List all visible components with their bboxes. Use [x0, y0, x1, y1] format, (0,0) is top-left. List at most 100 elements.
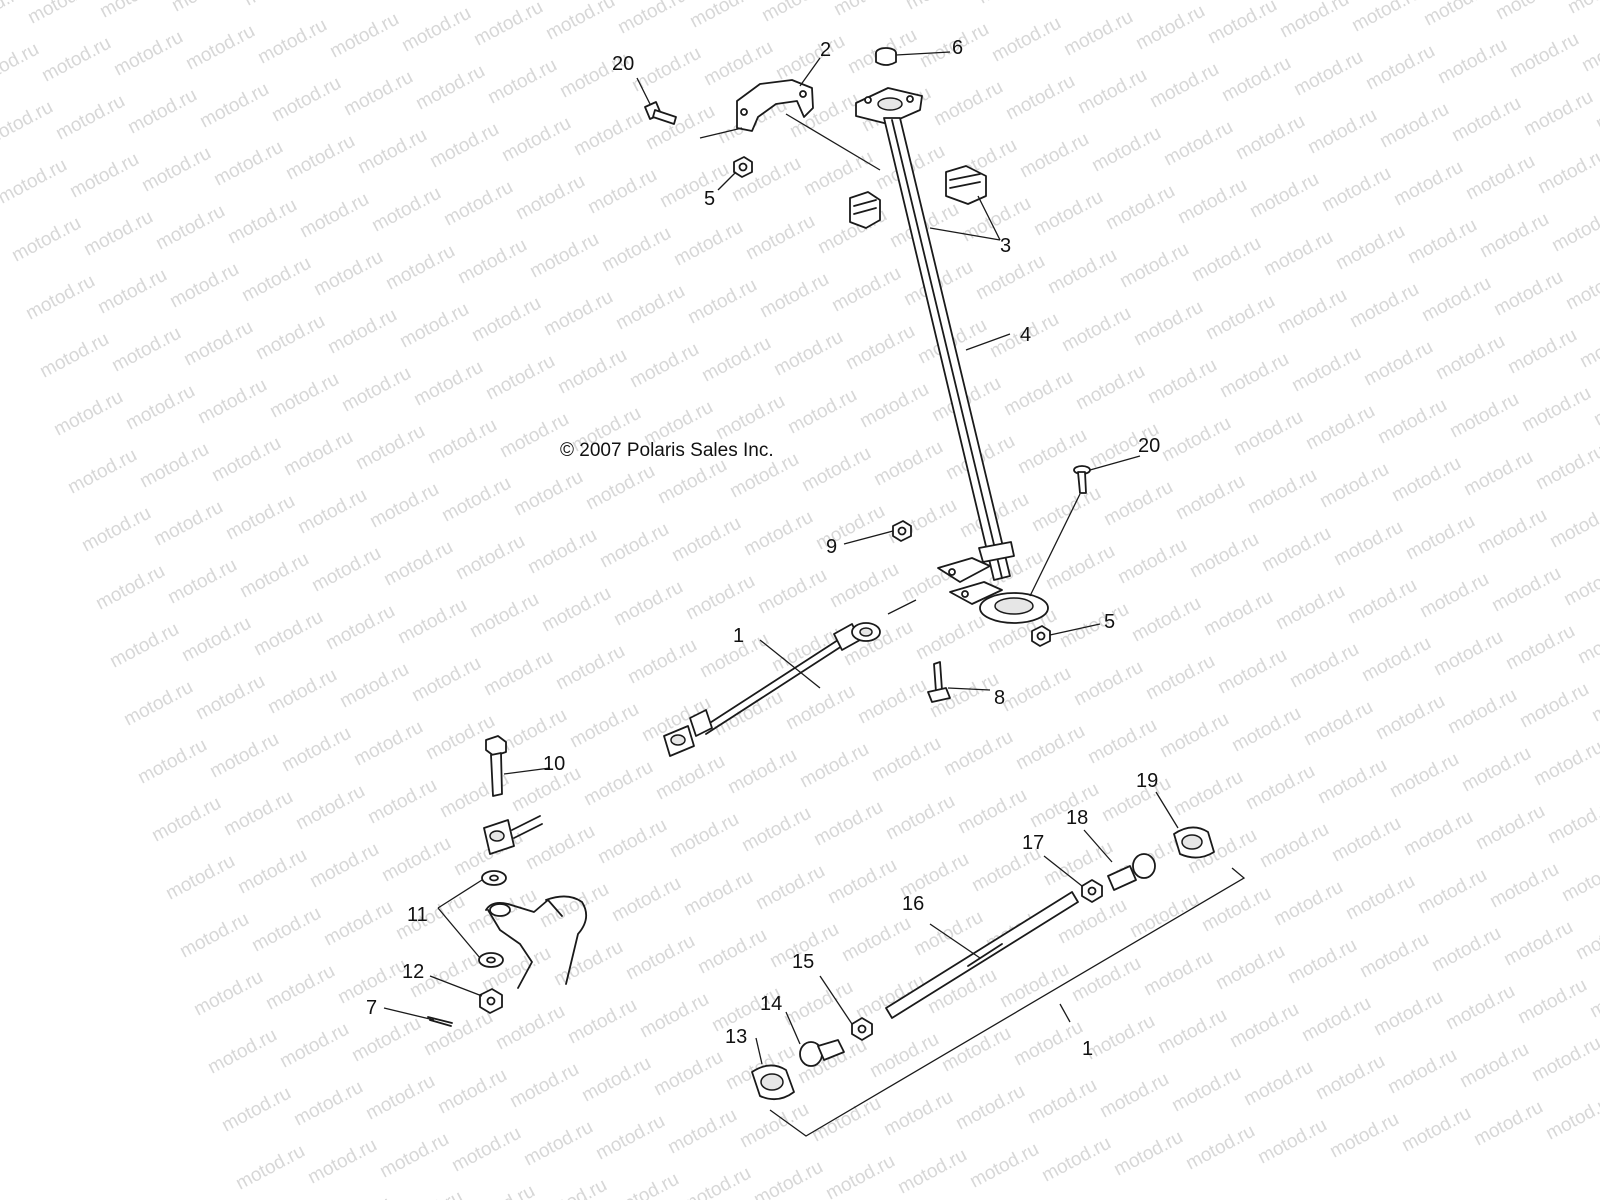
watermark-text: motod.ru — [1304, 105, 1380, 159]
watermark-text: motod.ru — [422, 711, 498, 765]
callout-5-top: 5 — [704, 188, 715, 210]
callout-10: 10 — [543, 753, 565, 775]
callout-11: 11 — [407, 904, 428, 926]
watermark-text: motod.ru — [0, 155, 71, 209]
watermark-text: motod.ru — [110, 27, 186, 81]
watermark-text: motod.ru — [322, 601, 398, 655]
watermark-text: motod.ru — [1012, 721, 1088, 775]
washers — [478, 870, 507, 968]
watermark-text: motod.ru — [362, 1071, 438, 1125]
watermark-text: motod.ru — [1428, 923, 1504, 977]
watermark-text: motod.ru — [294, 485, 370, 539]
watermark-text: motod.ru — [670, 217, 746, 271]
watermark-text: motod.ru — [348, 1013, 424, 1067]
watermark-text: motod.ru — [224, 195, 300, 249]
watermark-text: motod.ru — [1502, 621, 1578, 675]
watermark-text: motod.ru — [1130, 297, 1206, 351]
watermark-text: motod.ru — [1472, 801, 1548, 855]
watermark-text: motod.ru — [594, 815, 670, 869]
watermark-text: motod.ru — [1520, 87, 1596, 141]
watermark-text: motod.ru — [828, 263, 904, 317]
watermark-text: motod.ru — [1358, 633, 1434, 687]
watermark-text: motod.ru — [902, 0, 978, 14]
watermark-text: motod.ru — [236, 549, 312, 603]
watermark-text: motod.ru — [796, 739, 872, 793]
watermark-text: motod.ru — [1318, 163, 1394, 217]
watermark-text: motod.ru — [1172, 471, 1248, 525]
watermark-text: motod.ru — [354, 125, 430, 179]
watermark-text: motod.ru — [1244, 465, 1320, 519]
watermark-text: motod.ru — [1170, 767, 1246, 821]
watermark-text: motod.ru — [312, 0, 388, 4]
callout-1-lower: 1 — [1082, 1038, 1093, 1060]
watermark-text: motod.ru — [1156, 709, 1232, 763]
watermark-text: motod.ru — [1228, 703, 1304, 757]
watermark-text: motod.ru — [584, 165, 660, 219]
watermark-text: motod.ru — [1416, 569, 1492, 623]
bolt-top — [644, 101, 677, 125]
watermark-text: motod.ru — [92, 561, 168, 615]
watermark-text: motod.ru — [1532, 441, 1600, 495]
watermark-text: motod.ru — [1548, 203, 1600, 257]
watermark-text: motod.ru — [534, 1175, 610, 1200]
watermark-text: motod.ru — [306, 839, 382, 893]
watermark-text: motod.ru — [222, 491, 298, 545]
watermark-text: motod.ru — [1374, 395, 1450, 449]
watermark-text: motod.ru — [1504, 325, 1580, 379]
watermark-text: motod.ru — [612, 281, 688, 335]
watermark-text: motod.ru — [378, 833, 454, 887]
bushing-top — [875, 47, 897, 66]
watermark-text: motod.ru — [336, 659, 412, 713]
watermark-text: motod.ru — [700, 37, 776, 91]
watermark-text: motod.ru — [280, 427, 356, 481]
watermark-text: motod.ru — [162, 851, 238, 905]
watermark-text: motod.ru — [656, 159, 732, 213]
watermark-text: motod.ru — [1198, 883, 1274, 937]
watermark-text: motod.ru — [96, 0, 172, 22]
callout-17: 17 — [1022, 832, 1044, 854]
bolt-right — [1073, 465, 1091, 494]
watermark-text: motod.ru — [304, 1135, 380, 1189]
watermark-text: motod.ru — [988, 13, 1064, 67]
watermark-text: motod.ru — [1100, 477, 1176, 531]
watermark-text: motod.ru — [470, 0, 546, 50]
watermark-text: motod.ru — [1024, 1075, 1100, 1129]
watermark-text: motod.ru — [1446, 389, 1522, 443]
watermark-text: motod.ru — [1388, 453, 1464, 507]
callout-8: 8 — [994, 687, 1005, 709]
watermark-text: motod.ru — [1218, 53, 1294, 107]
watermark-text: motod.ru — [842, 321, 918, 375]
watermark-text: motod.ru — [1074, 65, 1150, 119]
watermark-text: motod.ru — [0, 0, 29, 34]
watermark-text: motod.ru — [1356, 929, 1432, 983]
callout-1-upper: 1 — [733, 625, 744, 647]
watermark-text: motod.ru — [78, 503, 154, 557]
watermark-text: motod.ru — [482, 351, 558, 405]
watermark-text: motod.ru — [1418, 273, 1494, 327]
watermark-text: motod.ru — [536, 879, 612, 933]
callout-13: 13 — [725, 1026, 747, 1048]
watermark-text: motod.ru — [798, 443, 874, 497]
watermark-text: motod.ru — [610, 577, 686, 631]
watermark-text: motod.ru — [408, 653, 484, 707]
watermark-text: motod.ru — [894, 1145, 970, 1199]
watermark-text: motod.ru — [1042, 541, 1118, 595]
watermark-text: motod.ru — [1430, 627, 1506, 681]
watermark-text: motod.ru — [1376, 99, 1452, 153]
watermark-text: motod.ru — [552, 641, 628, 695]
watermark-text: motod.ru — [710, 687, 786, 741]
nut-top — [733, 156, 753, 178]
watermark-text: motod.ru — [168, 0, 244, 16]
watermark-text: motod.ru — [752, 861, 828, 915]
watermark-text: motod.ru — [1226, 999, 1302, 1053]
callout-18: 18 — [1066, 807, 1088, 829]
watermark-text: motod.ru — [1254, 1115, 1330, 1169]
nut-12 — [479, 988, 503, 1014]
watermark-text: motod.ru — [1126, 889, 1202, 943]
callout-12: 12 — [402, 961, 424, 983]
watermark-text: motod.ru — [1232, 111, 1308, 165]
watermark-text: motod.ru — [1204, 0, 1280, 48]
watermark-text: motod.ru — [1492, 0, 1568, 24]
watermark-text: motod.ru — [1040, 837, 1116, 891]
